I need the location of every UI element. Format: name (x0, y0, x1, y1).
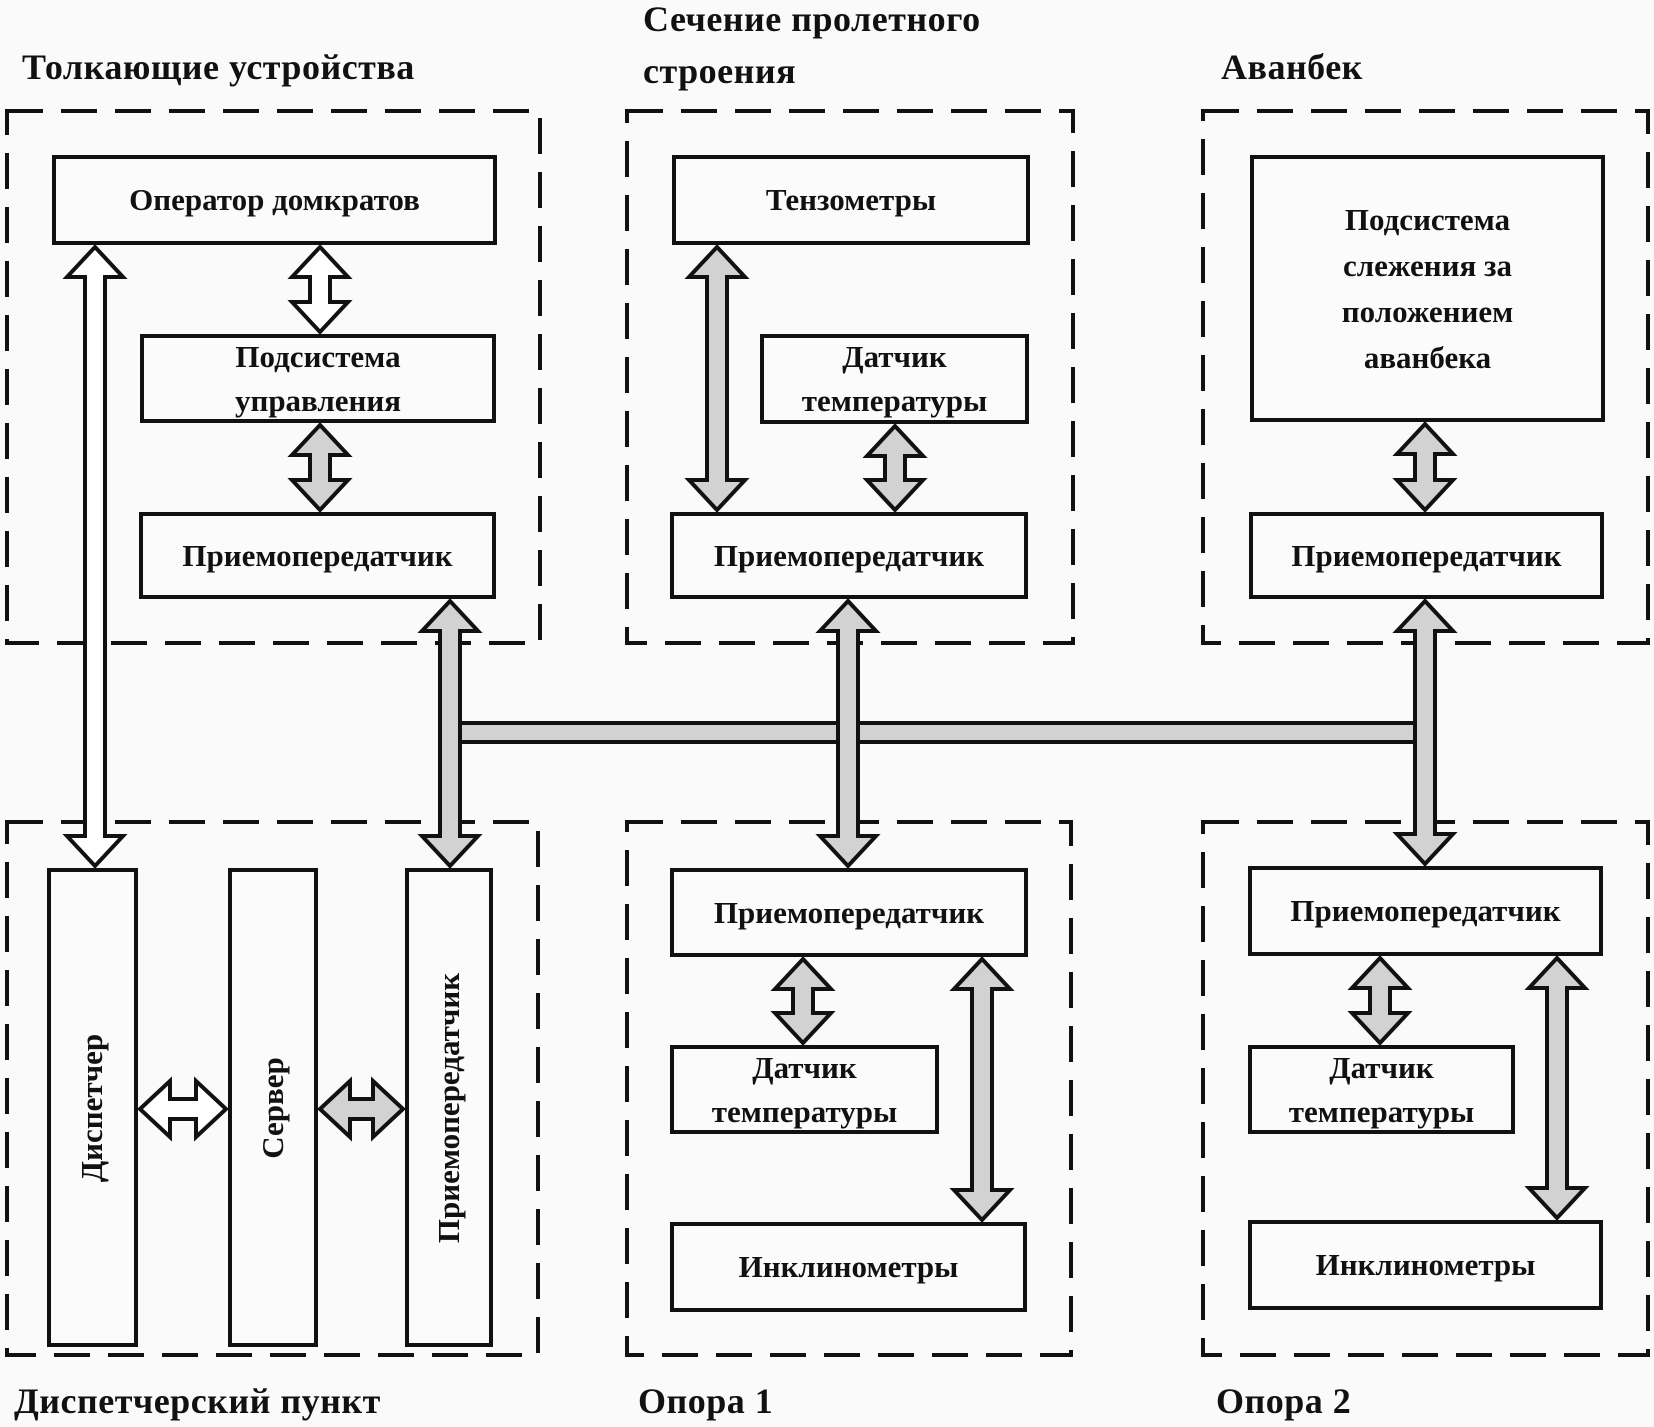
group-title-support-1: Опора 1 (638, 1381, 774, 1421)
box-label: Датчик температуры (1288, 1049, 1475, 1129)
frame-dispatch-point (5, 820, 540, 1357)
group-title-support-2: Опора 2 (1216, 1381, 1352, 1421)
box-dispatcher: Диспетчер (47, 868, 138, 1347)
box-transceiver-pushing: Приемопередатчик (139, 512, 496, 599)
box-label: Приемопередатчик (1290, 893, 1561, 928)
group-title-launching-nose: Аванбек (1221, 47, 1363, 87)
box-label: Подсистема слежения за положением аванбе… (1341, 201, 1514, 375)
box-label: Подсистема управления (234, 338, 402, 418)
box-inclinometers-support-1: Инклинометры (670, 1222, 1027, 1312)
box-temp-sensor-support-2: Датчик температуры (1248, 1045, 1515, 1134)
box-label: Приемопередатчик (713, 537, 985, 573)
box-nose-tracking-subsystem: Подсистема слежения за положением аванбе… (1250, 155, 1605, 422)
box-label: Датчик температуры (801, 339, 988, 418)
arrow-span-transceiver-support-1 (815, 598, 881, 869)
box-label: Сервер (255, 1056, 291, 1159)
box-label: Датчик температуры (711, 1049, 898, 1129)
box-tensometers: Тензометры (672, 155, 1030, 245)
communication-bus (450, 721, 1435, 744)
group-title-dispatch-point: Диспетчерский пункт (14, 1381, 381, 1421)
box-inclinometers-support-2: Инклинометры (1248, 1220, 1603, 1310)
box-label: Приемопередатчик (1291, 537, 1562, 573)
group-title-span-section-line2: строения (643, 51, 797, 91)
box-server: Сервер (228, 868, 318, 1347)
box-transceiver-dispatch: Приемопередатчик (405, 868, 493, 1347)
arrow-control-transceiver (287, 422, 353, 513)
arrow-server-transceiver (317, 1076, 406, 1142)
box-transceiver-nose: Приемопередатчик (1249, 512, 1604, 599)
box-temp-sensor-span: Датчик температуры (760, 334, 1029, 424)
box-label: Диспетчер (74, 1033, 110, 1182)
arrow-operator-dispatcher (62, 244, 128, 869)
group-title-pushing-devices: Толкающие устройства (22, 47, 415, 87)
box-label: Тензометры (765, 182, 937, 217)
arrow-tracking-transceiver (1392, 421, 1458, 513)
group-title-span-section-line1: Сечение пролетного (643, 0, 981, 39)
box-label: Оператор домкратов (129, 182, 420, 217)
box-temp-sensor-support-1: Датчик температуры (670, 1045, 939, 1134)
box-label: Инклинометры (1315, 1247, 1536, 1282)
box-label: Инклинометры (738, 1249, 959, 1284)
arrow-dispatcher-server (137, 1076, 229, 1142)
box-transceiver-span: Приемопередатчик (670, 512, 1028, 599)
arrow-tensometers-transceiver (684, 244, 750, 513)
arrow-transceiver-bus-dispatch (417, 598, 483, 869)
box-label: Приемопередатчик (713, 894, 985, 930)
box-label: Приемопередатчик (431, 972, 466, 1243)
box-control-subsystem: Подсистема управления (140, 334, 496, 423)
arrow-operator-control (287, 244, 353, 335)
box-transceiver-support-1: Приемопередатчик (670, 868, 1028, 957)
arrow-transceiver-inclinometers-support-2 (1524, 955, 1590, 1221)
box-label: Приемопередатчик (182, 537, 453, 573)
arrow-nose-transceiver-support-2 (1392, 598, 1458, 867)
arrow-transceiver-temp-support-1 (770, 956, 836, 1046)
bus-fill (450, 723, 1435, 742)
frame-pushing-devices (5, 109, 542, 645)
arrow-transceiver-inclinometers-support-1 (949, 956, 1015, 1223)
arrow-transceiver-temp-support-2 (1347, 955, 1413, 1046)
arrow-temp-transceiver-span (862, 423, 928, 513)
box-transceiver-support-2: Приемопередатчик (1248, 866, 1603, 956)
box-jack-operator: Оператор домкратов (52, 155, 497, 245)
